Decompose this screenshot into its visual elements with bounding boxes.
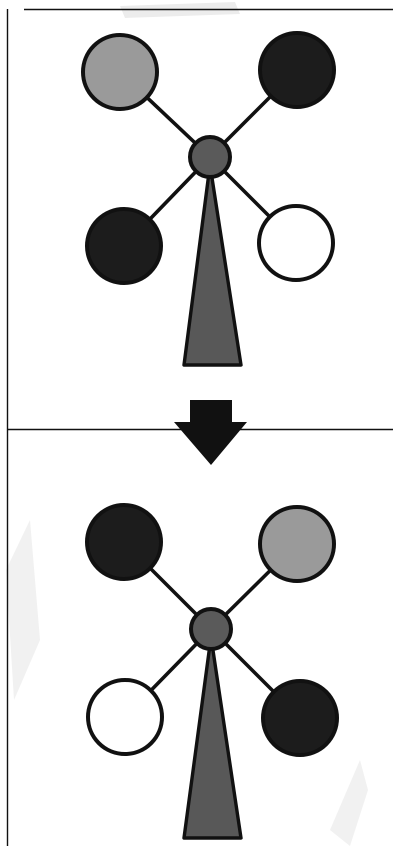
cup-top-right xyxy=(258,31,336,109)
down-arrow-icon xyxy=(174,400,247,465)
support-post xyxy=(182,635,243,840)
watermark-stroke-bottom xyxy=(330,760,368,846)
cup-bottom-left xyxy=(86,678,164,756)
cup-bottom-right xyxy=(257,204,335,282)
hub xyxy=(189,607,233,651)
cup-top-left xyxy=(81,33,159,111)
cup-bottom-left xyxy=(85,207,163,285)
watermark xyxy=(6,2,368,846)
support-post xyxy=(182,163,243,367)
anemometer-before xyxy=(81,31,336,367)
watermark-stroke-left xyxy=(6,520,40,700)
cup-top-left xyxy=(85,503,163,581)
anemometer-after xyxy=(85,503,339,840)
hub xyxy=(188,135,232,179)
cup-bottom-right xyxy=(261,679,339,757)
cup-top-right xyxy=(258,505,336,583)
